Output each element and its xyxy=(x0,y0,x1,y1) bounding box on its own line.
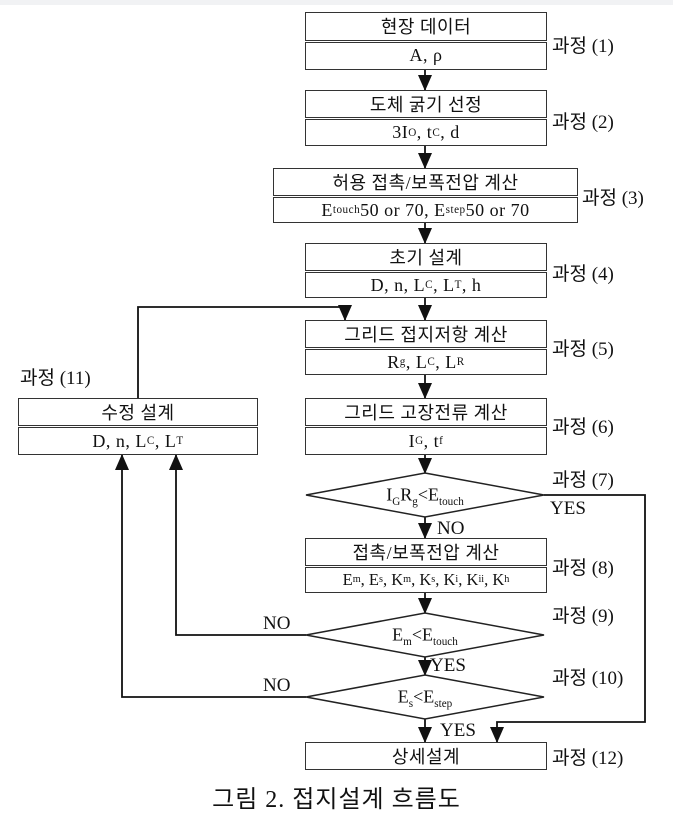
edge-label-d10-yes: YES xyxy=(440,720,476,741)
process-box-1: 현장 데이터 A, ρ xyxy=(305,12,547,70)
process-box-4-title: 초기 설계 xyxy=(305,243,547,271)
step-label-10: 과정 (10) xyxy=(552,668,624,689)
step-label-8: 과정 (8) xyxy=(552,558,614,579)
process-box-6-title: 그리드 고장전류 계산 xyxy=(305,398,547,426)
connector-7-12-yes xyxy=(490,494,646,743)
process-box-8-title: 접촉/보폭전압 계산 xyxy=(305,538,547,566)
edge-label-d9-yes: YES xyxy=(430,655,466,676)
connector-10-11-no xyxy=(115,454,306,698)
process-box-2-title: 도체 굵기 선정 xyxy=(305,90,547,118)
decision-10-shape xyxy=(305,674,545,720)
step-label-9: 과정 (9) xyxy=(552,606,614,627)
process-box-1-title: 현장 데이터 xyxy=(305,12,547,41)
process-box-12: 상세설계 xyxy=(305,742,547,770)
edge-label-d10-no: NO xyxy=(263,675,291,696)
figure-caption: 그림 2. 접지설계 흐름도 xyxy=(212,787,461,813)
step-label-12: 과정 (12) xyxy=(552,748,624,769)
step-label-7: 과정 (7) xyxy=(552,470,614,491)
step-label-2: 과정 (2) xyxy=(552,112,614,133)
decision-9-condition: Em<Etouch xyxy=(392,624,458,649)
process-box-12-title: 상세설계 xyxy=(305,742,547,770)
edge-label-d7-no: NO xyxy=(437,518,465,539)
step-label-11: 과정 (11) xyxy=(20,368,91,389)
edge-label-d7-yes: YES xyxy=(550,498,586,519)
top-bar xyxy=(0,0,673,5)
process-box-5-title: 그리드 접지저항 계산 xyxy=(305,320,547,348)
step-label-4: 과정 (4) xyxy=(552,264,614,285)
decision-10-condition: Es<Estep xyxy=(397,686,453,711)
connector-11-5-feedback xyxy=(137,305,352,398)
decision-7-condition: IGRg<Etouch xyxy=(386,484,464,509)
step-label-3: 과정 (3) xyxy=(582,188,644,209)
connector-9-11-no xyxy=(169,454,306,636)
process-box-11-title: 수정 설계 xyxy=(18,398,258,426)
edge-label-d9-no: NO xyxy=(263,613,291,634)
process-box-3-title: 허용 접촉/보폭전압 계산 xyxy=(273,168,578,196)
step-label-1: 과정 (1) xyxy=(552,36,614,57)
process-box-1-value: A, ρ xyxy=(305,41,547,70)
decision-9-shape xyxy=(305,612,545,658)
decision-7-shape xyxy=(305,472,545,518)
step-label-6: 과정 (6) xyxy=(552,417,614,438)
step-label-5: 과정 (5) xyxy=(552,339,614,360)
